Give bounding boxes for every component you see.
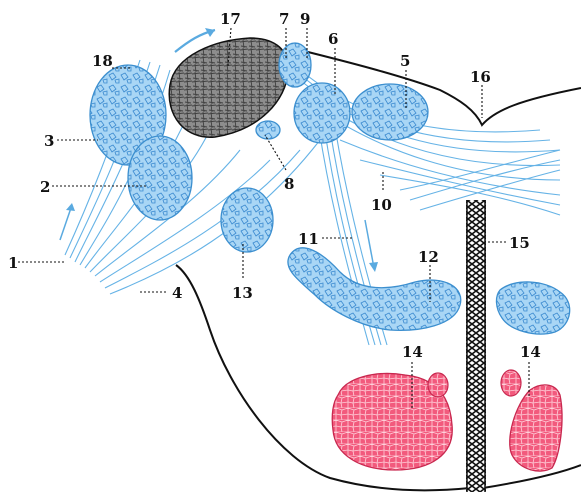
label-7: 7	[279, 10, 289, 28]
label-8: 8	[284, 175, 294, 193]
nucleus-8	[256, 121, 280, 139]
label-14-left: 14	[402, 343, 423, 361]
nucleus-6	[294, 83, 350, 143]
label-1: 1	[8, 254, 18, 272]
label-17: 17	[220, 10, 241, 28]
arrow-left-head	[66, 203, 75, 211]
label-13: 13	[232, 284, 253, 302]
label-10: 10	[371, 196, 392, 214]
label-3: 3	[44, 132, 54, 150]
arrow-middle-head	[369, 262, 378, 272]
label-12: 12	[418, 248, 439, 266]
label-6: 6	[328, 30, 338, 48]
label-18: 18	[92, 52, 113, 70]
nucleus-5	[352, 84, 428, 140]
red-nucleus-small-left	[428, 373, 448, 397]
label-14-right: 14	[520, 343, 541, 361]
label-15: 15	[509, 234, 530, 252]
label-2: 2	[40, 178, 50, 196]
red-nucleus-small-right	[501, 370, 521, 396]
label-9: 9	[300, 10, 310, 28]
arrow-middle	[365, 220, 374, 268]
label-11: 11	[298, 230, 319, 248]
nucleus-13	[221, 188, 273, 252]
midline-raphe-15	[466, 200, 486, 492]
red-nucleus-14-right	[510, 385, 562, 471]
leader-8	[265, 135, 286, 170]
label-5: 5	[400, 52, 410, 70]
nucleus-2	[128, 136, 192, 220]
nucleus-7	[279, 43, 311, 87]
label-4: 4	[172, 284, 182, 302]
label-16: 16	[470, 68, 491, 86]
nucleus-12-right	[496, 282, 569, 334]
